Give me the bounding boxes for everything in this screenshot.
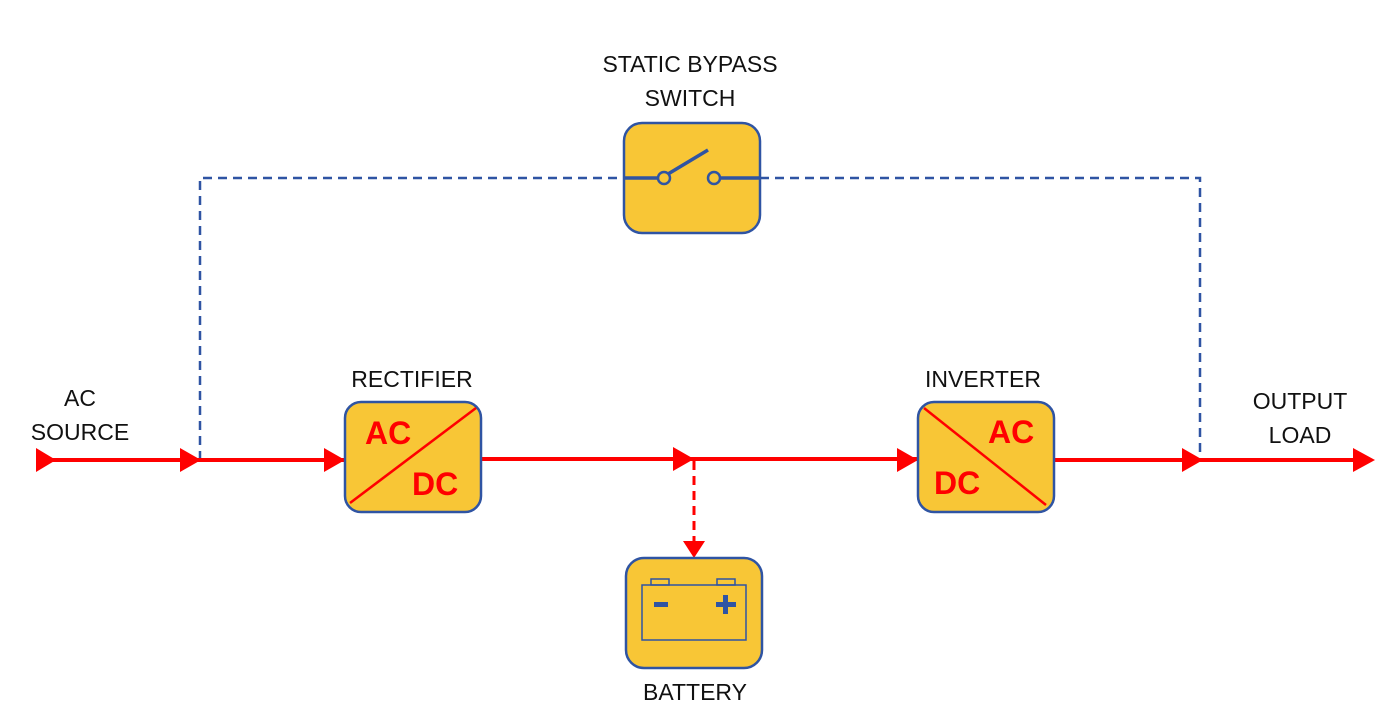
battery xyxy=(624,556,764,670)
ac-source-label-line2: SOURCE xyxy=(31,419,129,445)
inverter-divider xyxy=(923,407,1047,506)
arrow-battery-junction xyxy=(673,447,694,471)
bypass-label-line1: STATIC BYPASS xyxy=(602,51,777,77)
arrow-bypass-junction-in xyxy=(180,448,201,472)
inverter-label: INVERTER xyxy=(925,366,1041,392)
open-switch-icon xyxy=(624,148,760,186)
output-load-label-line2: LOAD xyxy=(1269,422,1332,448)
rectifier: AC DC xyxy=(343,400,483,514)
main-power-path xyxy=(36,447,1375,558)
bypass-line-right xyxy=(760,176,1202,460)
bypass-label-line2: SWITCH xyxy=(645,85,736,111)
rectifier-label: RECTIFIER xyxy=(351,366,472,392)
arrow-source-start xyxy=(36,448,56,472)
arrow-rectifier-in xyxy=(324,448,345,472)
rectifier-dc-text: DC xyxy=(412,466,458,502)
battery-label: BATTERY xyxy=(643,679,747,705)
arrow-battery-in xyxy=(683,541,705,558)
battery-box xyxy=(624,556,764,670)
output-load-label-line1: OUTPUT xyxy=(1253,388,1348,414)
inverter: AC DC xyxy=(916,400,1056,514)
inverter-ac-text: AC xyxy=(988,414,1034,450)
inverter-dc-text: DC xyxy=(934,465,980,501)
ac-source-label-line1: AC xyxy=(64,385,96,411)
bypass-path xyxy=(198,176,1202,460)
arrow-inverter-in xyxy=(897,448,918,472)
rectifier-divider xyxy=(349,407,477,504)
bypass-line-left xyxy=(198,176,626,460)
arrow-bypass-junction-out xyxy=(1182,448,1203,472)
battery-negative-sign xyxy=(654,602,668,607)
arrow-output-load xyxy=(1353,448,1375,472)
battery-icon xyxy=(641,578,747,641)
battery-positive-sign-v xyxy=(723,595,728,614)
rectifier-ac-text: AC xyxy=(365,415,411,451)
static-bypass-switch xyxy=(622,121,762,235)
